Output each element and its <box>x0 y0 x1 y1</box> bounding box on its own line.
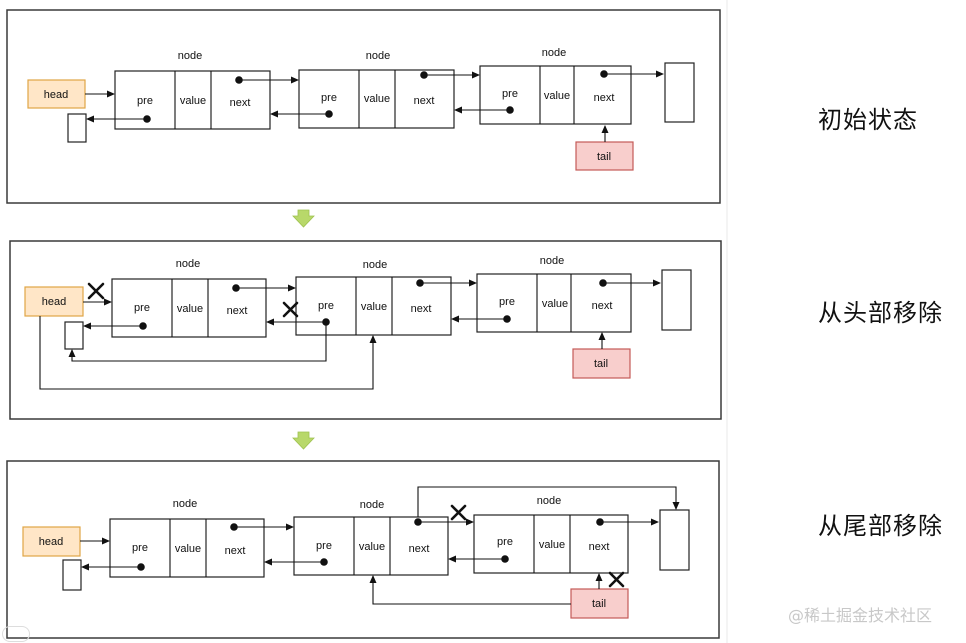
removed-link-mark <box>608 571 625 588</box>
corner-badge-icon <box>2 626 30 642</box>
value-label: value <box>539 539 565 551</box>
pre-sentinel-box <box>62 559 82 591</box>
pre-sentinel-box <box>67 113 87 143</box>
next-sentinel-box <box>664 62 695 123</box>
node-label: node <box>173 498 197 510</box>
value-label: value <box>180 95 206 107</box>
watermark: @稀土掘金技术社区 <box>788 606 933 625</box>
next-label: next <box>230 97 251 109</box>
node-3: node pre value next <box>473 495 629 574</box>
pre-label: pre <box>137 95 153 107</box>
value-label: value <box>361 301 387 313</box>
next-label: next <box>589 541 610 553</box>
node-3: node pre value next <box>479 47 632 125</box>
panel-remove-tail: node pre value next node pre value next … <box>6 460 720 639</box>
pre-label: pre <box>321 92 337 104</box>
pre-label: pre <box>318 300 334 312</box>
head-pointer: head <box>27 79 86 109</box>
svg-text:head: head <box>39 536 63 548</box>
node-1: node pre value next <box>111 258 267 338</box>
pre-label: pre <box>132 542 148 554</box>
panel-initial-state: node pre value next node pre value next … <box>6 9 721 204</box>
pre-sentinel-box <box>64 321 84 350</box>
caption-remove-tail: 从尾部移除 <box>818 512 943 540</box>
node-2: node pre value next <box>295 259 452 336</box>
node-label: node <box>537 495 561 507</box>
head-pointer: head <box>24 286 84 317</box>
next-label: next <box>411 303 432 315</box>
value-label: value <box>542 298 568 310</box>
pre-label: pre <box>316 540 332 552</box>
value-label: value <box>544 90 570 102</box>
down-arrow-icon <box>292 209 315 228</box>
node-label: node <box>542 47 566 59</box>
node-2: node pre value next <box>293 499 449 576</box>
caption-remove-head: 从头部移除 <box>818 299 943 327</box>
next-label: next <box>227 305 248 317</box>
node-label: node <box>363 259 387 271</box>
node-label: node <box>176 258 200 270</box>
caption-initial-state: 初始状态 <box>818 106 918 134</box>
head-pointer: head <box>22 526 81 557</box>
pre-label: pre <box>499 296 515 308</box>
value-label: value <box>359 541 385 553</box>
node-1: node pre value next <box>114 50 271 130</box>
node-3: node pre value next <box>476 255 632 333</box>
panel-remove-head: node pre value next node pre value next … <box>9 240 722 420</box>
node-label: node <box>366 50 390 62</box>
tail-pointer: tail <box>575 141 634 171</box>
down-arrow-icon <box>292 431 315 450</box>
pre-label: pre <box>497 536 513 548</box>
node-2: node pre value next <box>298 50 455 129</box>
svg-text:tail: tail <box>592 598 606 610</box>
next-label: next <box>414 95 435 107</box>
next-sentinel-box <box>659 509 690 571</box>
removed-link-mark <box>87 282 105 300</box>
svg-text:head: head <box>44 89 68 101</box>
value-label: value <box>364 93 390 105</box>
next-label: next <box>592 300 613 312</box>
removed-link-mark <box>282 301 299 318</box>
pre-label: pre <box>134 302 150 314</box>
next-sentinel-box <box>661 269 692 331</box>
value-label: value <box>177 303 203 315</box>
tail-pointer: tail <box>572 348 631 379</box>
node-label: node <box>178 50 202 62</box>
tail-pointer: tail <box>570 588 629 619</box>
node-label: node <box>360 499 384 511</box>
next-label: next <box>225 545 246 557</box>
svg-text:head: head <box>42 296 66 308</box>
svg-text:tail: tail <box>597 151 611 163</box>
next-label: next <box>594 92 615 104</box>
svg-text:tail: tail <box>594 358 608 370</box>
next-label: next <box>409 543 430 555</box>
pre-label: pre <box>502 88 518 100</box>
node-1: node pre value next <box>109 498 265 578</box>
removed-link-mark <box>450 504 467 521</box>
value-label: value <box>175 543 201 555</box>
node-label: node <box>540 255 564 267</box>
